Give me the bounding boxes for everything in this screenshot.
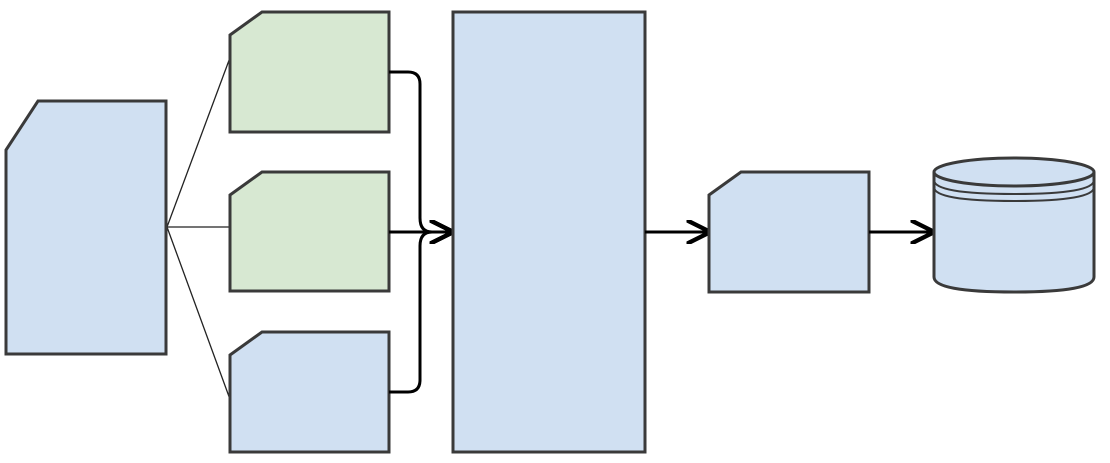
card-bottom[interactable] [228, 330, 391, 454]
edge-card-top-to-process [389, 70, 451, 232]
database-ring-2 [933, 186, 1095, 203]
database[interactable] [932, 156, 1096, 294]
edge-card-bottom-to-process [389, 230, 433, 394]
database-body [932, 172, 1096, 294]
card-top[interactable] [228, 10, 391, 134]
merge-connectors [389, 70, 451, 394]
source-card[interactable] [4, 99, 168, 356]
fan-out-lines [166, 54, 232, 403]
process-block[interactable] [451, 10, 647, 454]
database-top [932, 156, 1096, 188]
edge-source-to-card-bottom [166, 226, 232, 403]
card-middle[interactable] [228, 170, 391, 293]
edge-source-to-card-top [166, 54, 232, 228]
output-card[interactable] [707, 170, 871, 294]
database-ring-1 [933, 179, 1095, 196]
